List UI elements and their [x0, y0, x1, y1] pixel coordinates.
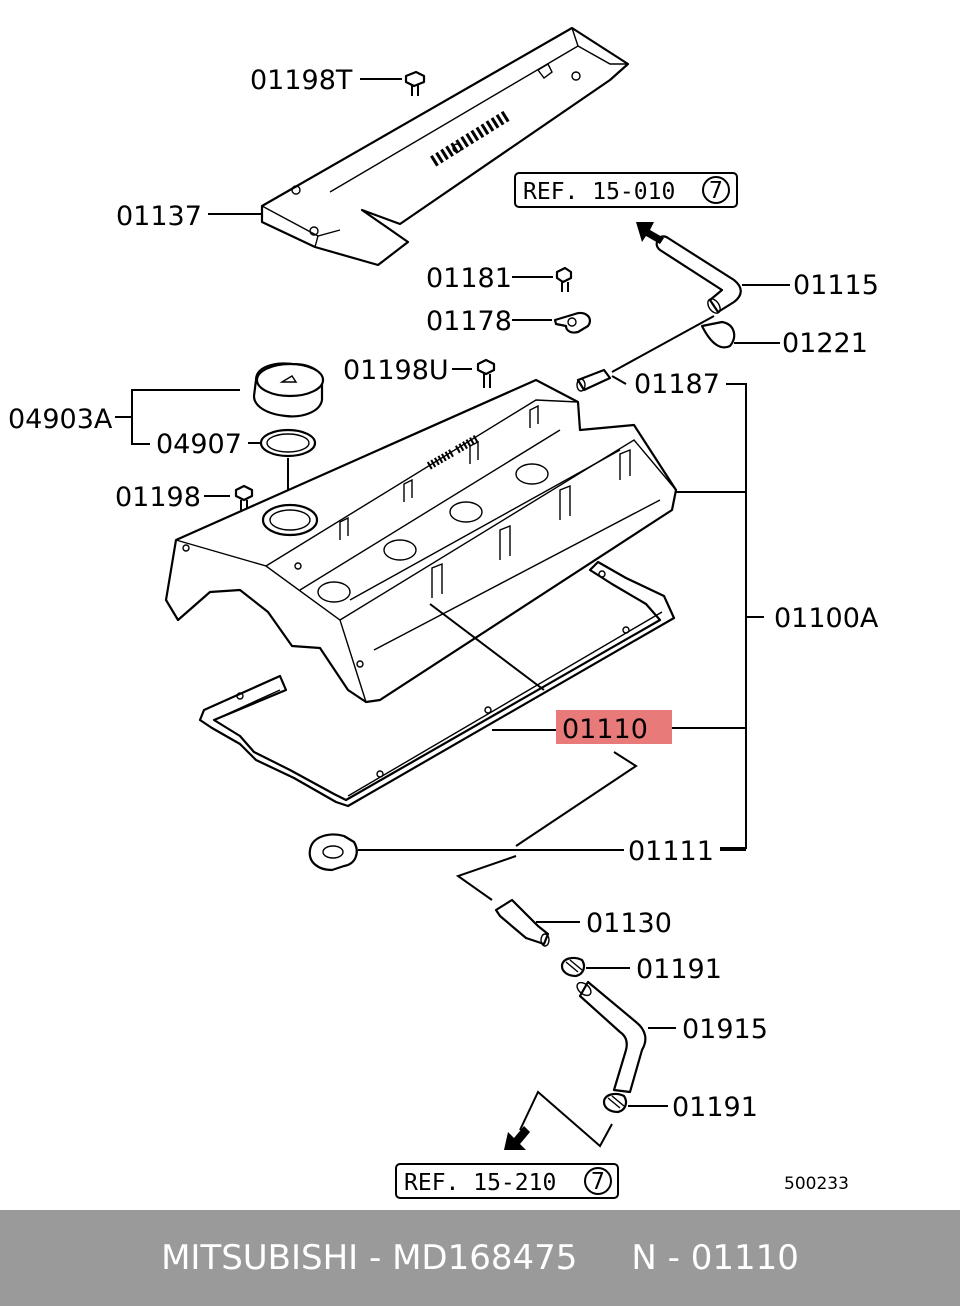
pcv-hose-icon: [576, 980, 647, 1094]
label-01198: 01198: [115, 482, 201, 513]
rocker-cover-gasket-icon: [198, 560, 676, 808]
ref-bottom-arrow-icon: [504, 1126, 530, 1150]
label-01178: 01178: [426, 306, 512, 337]
label-01130: 01130: [586, 908, 672, 939]
label-01100A: 01100A: [774, 603, 879, 634]
hose-clip-upper-icon: [560, 956, 586, 978]
oil-filler-cap-icon: [252, 362, 325, 418]
ref-bottom-text: REF. 15-210: [404, 1170, 556, 1196]
label-01198U: 01198U: [343, 355, 449, 386]
label-04907: 04907: [156, 429, 242, 460]
bolt-01198U-icon: [476, 358, 496, 388]
ref-top-arrow-icon: [636, 222, 664, 244]
ref-top-text: REF. 15-010: [523, 179, 675, 205]
exploded-parts-diagram: IIIIIIIIIIIIIII: [8, 26, 879, 1199]
hose-clip-lower-icon: [602, 1092, 628, 1114]
label-01111: 01111: [628, 836, 714, 867]
clamp-01178-icon: [553, 311, 591, 334]
label-01915: 01915: [682, 1014, 768, 1045]
diagram-id: 500233: [784, 1174, 849, 1194]
label-01191-upper: 01191: [636, 954, 722, 985]
ref-box-bottom: REF. 15-210 7: [395, 1163, 619, 1199]
label-01221: 01221: [782, 328, 868, 359]
label-04903A: 04903A: [8, 404, 113, 435]
bolt-01198T-icon: [404, 70, 426, 96]
label-01115: 01115: [793, 270, 879, 301]
cap-01221-icon: [700, 320, 736, 349]
pcv-valve-icon: [494, 898, 550, 947]
label-01137: 01137: [116, 201, 202, 232]
label-01198T: 01198T: [250, 65, 353, 96]
rocker-cover-icon: IIIIIII IIIIII: [164, 378, 678, 704]
highlight-01110: [556, 710, 672, 744]
label-01181: 01181: [426, 263, 512, 294]
label-01187: 01187: [634, 369, 720, 400]
ref-top-number: 7: [709, 178, 723, 204]
part-number-footer: MITSUBISHI - MD168475 N - 01110: [0, 1210, 960, 1306]
engine-top-cover: IIIIIIIIIIIIIII: [260, 26, 630, 267]
breather-hose-01115-icon: [655, 235, 742, 314]
oil-cap-gasket-icon: [259, 428, 317, 458]
pipe-01187-icon: [576, 368, 612, 392]
bolt-01181-icon: [555, 266, 573, 292]
label-01110: 01110: [562, 714, 648, 745]
label-01191-lower: 01191: [672, 1092, 758, 1123]
ref-bottom-number: 7: [591, 1169, 605, 1195]
plug-seal-01111-icon: [308, 833, 358, 872]
ref-box-top: REF. 15-010 7: [514, 172, 738, 208]
footer-part-text: MITSUBISHI - MD168475 N - 01110: [161, 1238, 799, 1278]
